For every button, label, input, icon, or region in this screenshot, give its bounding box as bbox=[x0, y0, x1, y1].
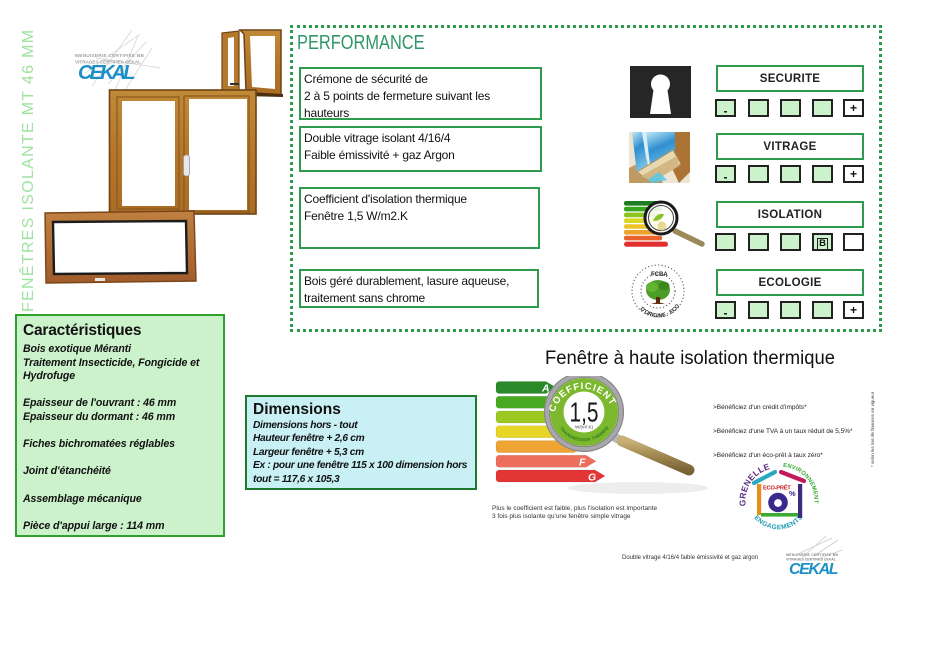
svg-text:G: G bbox=[588, 472, 596, 484]
svg-text:A: A bbox=[541, 383, 550, 395]
svg-text:F: F bbox=[579, 457, 586, 469]
svg-text:CEKAL: CEKAL bbox=[789, 561, 838, 578]
svg-text:VITRAGES CERTIFIES CEKAL: VITRAGES CERTIFIES CEKAL bbox=[786, 558, 837, 562]
svg-text:W/(m².K): W/(m².K) bbox=[575, 425, 593, 430]
svg-text:%: % bbox=[789, 489, 796, 498]
svg-text:VITRAGES CERTIFIES CEKAL: VITRAGES CERTIFIES CEKAL bbox=[75, 60, 141, 66]
svg-text:1,5: 1,5 bbox=[570, 397, 599, 428]
svg-text:CEKAL: CEKAL bbox=[78, 62, 135, 84]
svg-text:MENUISERIE CERTIFIEE BB: MENUISERIE CERTIFIEE BB bbox=[786, 553, 838, 557]
svg-text:FCBA: FCBA bbox=[651, 272, 668, 278]
svg-text:ECO-PRÊT: ECO-PRÊT bbox=[763, 484, 791, 492]
svg-text:MENUISERIE CERTIFIEE BB: MENUISERIE CERTIFIEE BB bbox=[75, 53, 145, 59]
